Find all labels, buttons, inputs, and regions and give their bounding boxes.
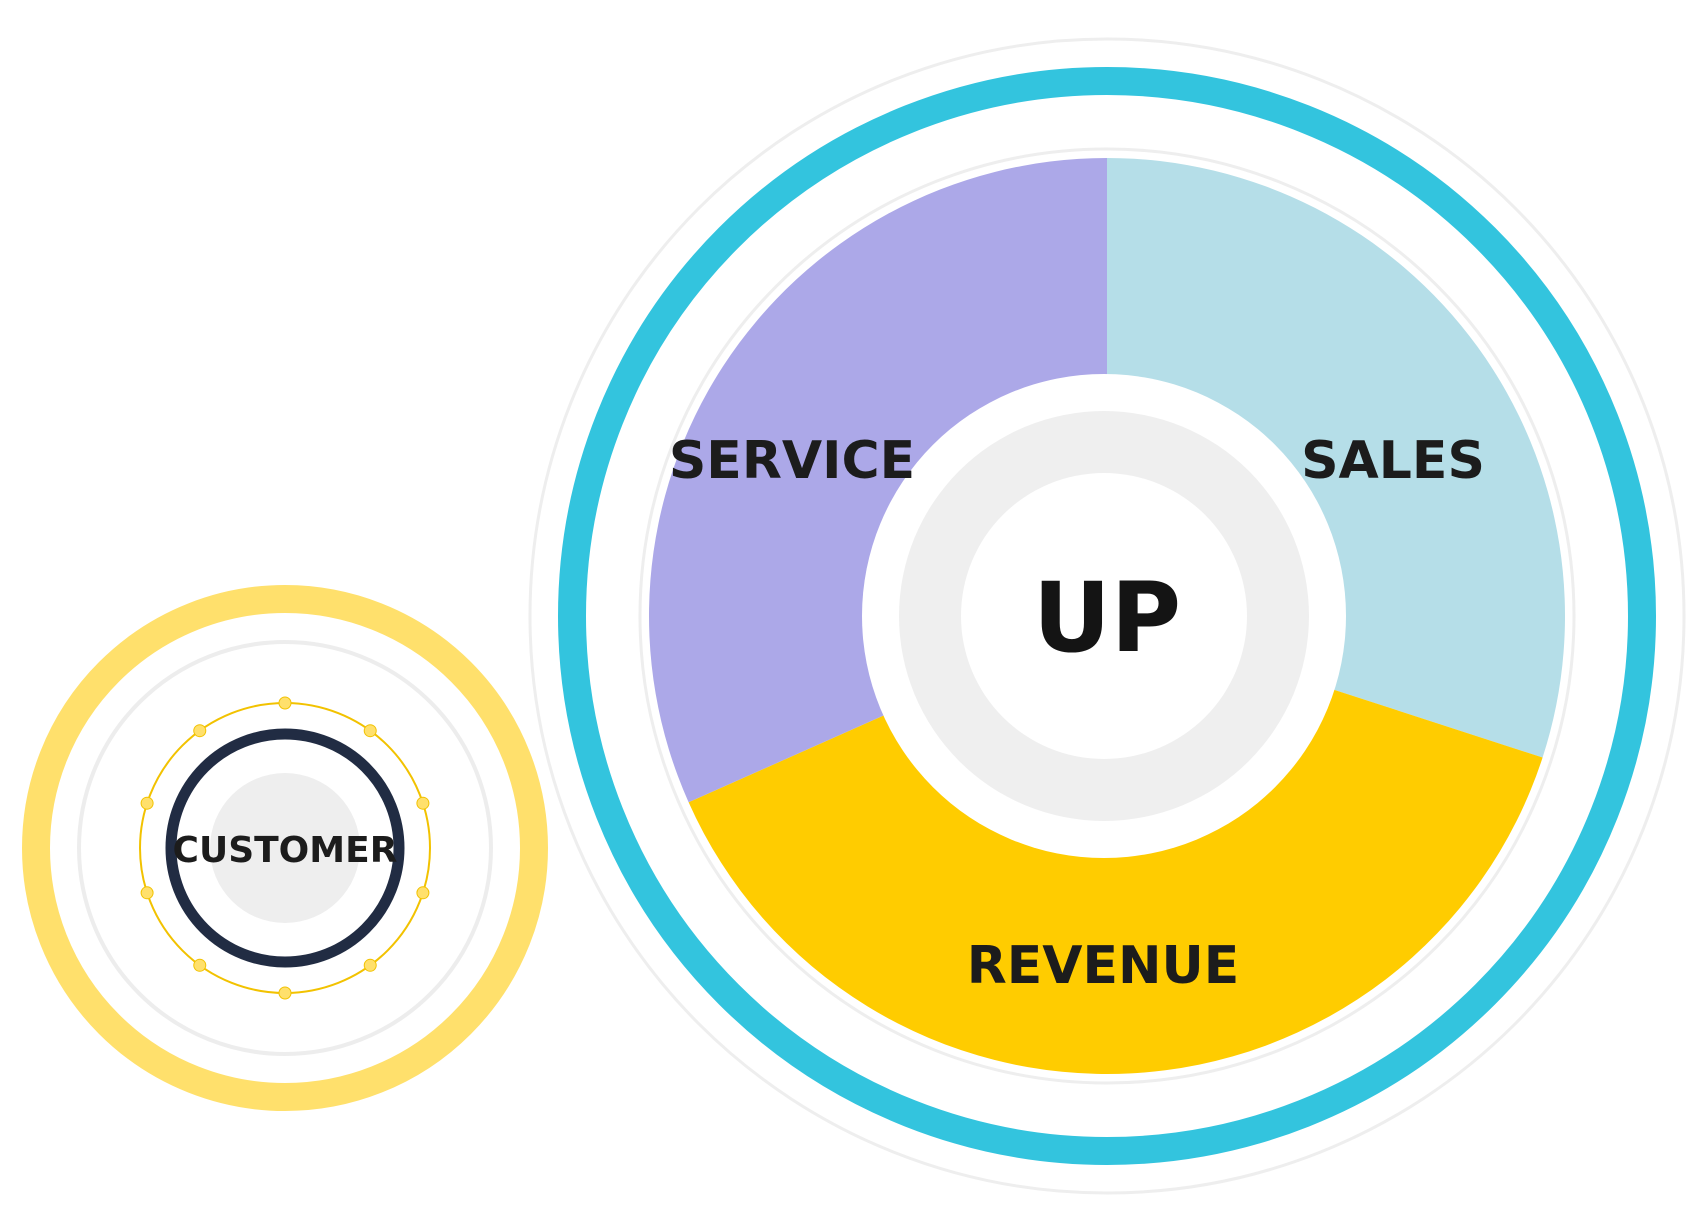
wheel-segments [649, 158, 1565, 1074]
wheel-outer-thin-ring [528, 37, 1686, 1195]
customer-middle-ring [77, 640, 493, 1056]
customer-core [210, 773, 360, 923]
customer-outer-ring [22, 585, 548, 1111]
customer-dot [363, 724, 377, 738]
wheel-accent-ring [558, 67, 1656, 1165]
segment-sales [1107, 158, 1565, 758]
customer-dots [140, 696, 430, 1000]
wheel-inner-thin-ring [638, 147, 1576, 1085]
customer-dot [416, 796, 430, 810]
customer-dot [193, 724, 207, 738]
customer-dot [278, 696, 292, 710]
customer-dot [140, 796, 154, 810]
segment-label-sales: SALES [1301, 431, 1485, 491]
customer-badge: CUSTOMER [22, 585, 548, 1111]
customer-dot [416, 886, 430, 900]
up-wheel: UP SALES REVENUE SERVICE [528, 37, 1686, 1195]
segment-service [649, 158, 1107, 803]
customer-label: CUSTOMER [173, 830, 398, 871]
customer-dot [363, 958, 377, 972]
hub-core [961, 473, 1247, 759]
segment-label-service: SERVICE [669, 431, 915, 491]
customer-dot [140, 886, 154, 900]
customer-dot [193, 958, 207, 972]
segment-label-revenue: REVENUE [967, 936, 1240, 996]
segment-revenue [688, 685, 1543, 1074]
center-label: UP [1033, 562, 1181, 674]
customer-dot [278, 986, 292, 1000]
